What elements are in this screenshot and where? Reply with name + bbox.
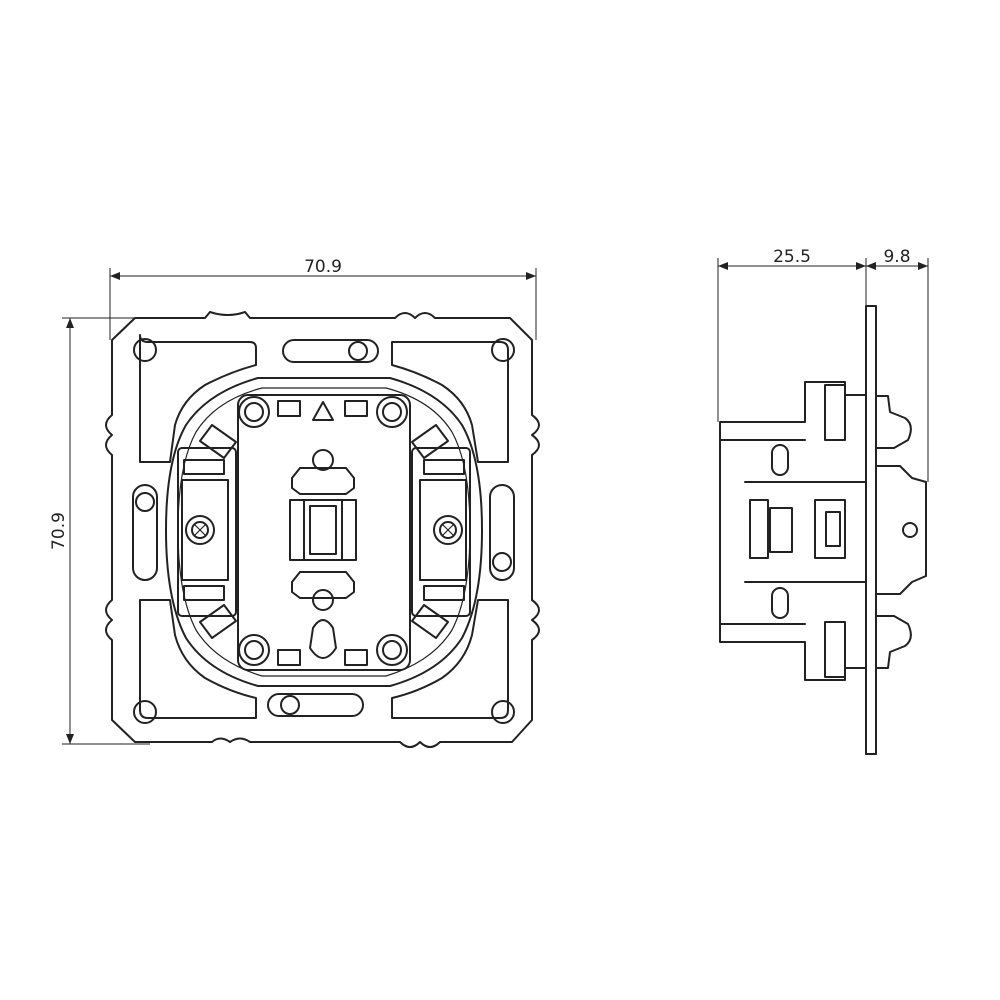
corner-hole-br xyxy=(491,700,515,724)
tab-bottom-right xyxy=(344,649,368,666)
arrow-left-icon xyxy=(110,272,120,280)
tab-top-left xyxy=(277,400,301,417)
keyhole-slot-bottom xyxy=(267,693,364,717)
insert-outer-ring xyxy=(165,377,483,687)
terminal-left xyxy=(177,447,237,617)
side-clip-top xyxy=(875,395,912,449)
side-knob-hole xyxy=(902,522,918,538)
clip-tl xyxy=(199,424,237,459)
arrow-up-icon xyxy=(66,318,74,328)
keyhole-slot-right xyxy=(489,484,515,581)
corner-hole-bl xyxy=(133,700,157,724)
dim-front-label: 9.8 xyxy=(883,247,910,267)
side-block-bottom xyxy=(824,621,846,678)
side-dimensions: 25.5 9.8 xyxy=(717,247,929,482)
front-view xyxy=(105,311,540,748)
terminal-right xyxy=(411,447,471,617)
screw-tr xyxy=(376,396,408,428)
side-arrow-right-icon xyxy=(918,262,928,270)
window-tr xyxy=(391,341,509,463)
side-arrow-mid-icon xyxy=(856,262,866,270)
dim-depth-label: 25.5 xyxy=(773,247,811,267)
screw-br xyxy=(376,634,408,666)
side-front-plate xyxy=(865,305,877,755)
orientation-triangle-icon xyxy=(312,401,334,421)
clip-tr xyxy=(411,424,449,459)
keyhole-end-right xyxy=(492,552,512,572)
side-center-mid xyxy=(769,507,793,553)
corner-hole-tl xyxy=(133,338,157,362)
side-rear-knob xyxy=(875,465,927,595)
tab-top-right xyxy=(344,400,368,417)
side-roller-top xyxy=(771,444,789,476)
dim-height-label: 70.9 xyxy=(49,512,69,550)
mounting-plate-outline xyxy=(105,311,540,748)
side-block-top xyxy=(824,384,846,441)
window-bl xyxy=(139,599,257,719)
keyhole-end-top xyxy=(348,341,368,361)
rocker-mechanism xyxy=(289,449,357,659)
side-center-right xyxy=(814,499,846,559)
side-center-inner xyxy=(825,511,841,547)
corner-hole-tr xyxy=(491,338,515,362)
arrow-right-icon xyxy=(526,272,536,280)
side-roller-bottom xyxy=(771,587,789,619)
clip-bl xyxy=(199,604,237,639)
keyhole-end-bottom xyxy=(280,695,300,715)
window-tl xyxy=(139,334,257,463)
dim-width-label: 70.9 xyxy=(304,257,342,277)
keyhole-slot-left xyxy=(132,484,158,581)
keyhole-slot-top xyxy=(282,339,379,363)
screw-tl xyxy=(238,396,270,428)
side-view xyxy=(719,305,927,755)
clip-br xyxy=(411,604,449,639)
tab-bottom-left xyxy=(277,649,301,666)
side-clip-bottom xyxy=(875,615,912,669)
arrow-down-icon xyxy=(66,734,74,744)
side-arrow-left-icon xyxy=(718,262,728,270)
window-br xyxy=(391,599,509,719)
insert-body xyxy=(237,394,411,671)
keyhole-end-left xyxy=(135,492,155,512)
screw-bl xyxy=(238,634,270,666)
front-dimensions: 70.9 70.9 xyxy=(49,257,537,745)
side-arrow-mid2-icon xyxy=(866,262,876,270)
side-center-left xyxy=(749,499,769,559)
